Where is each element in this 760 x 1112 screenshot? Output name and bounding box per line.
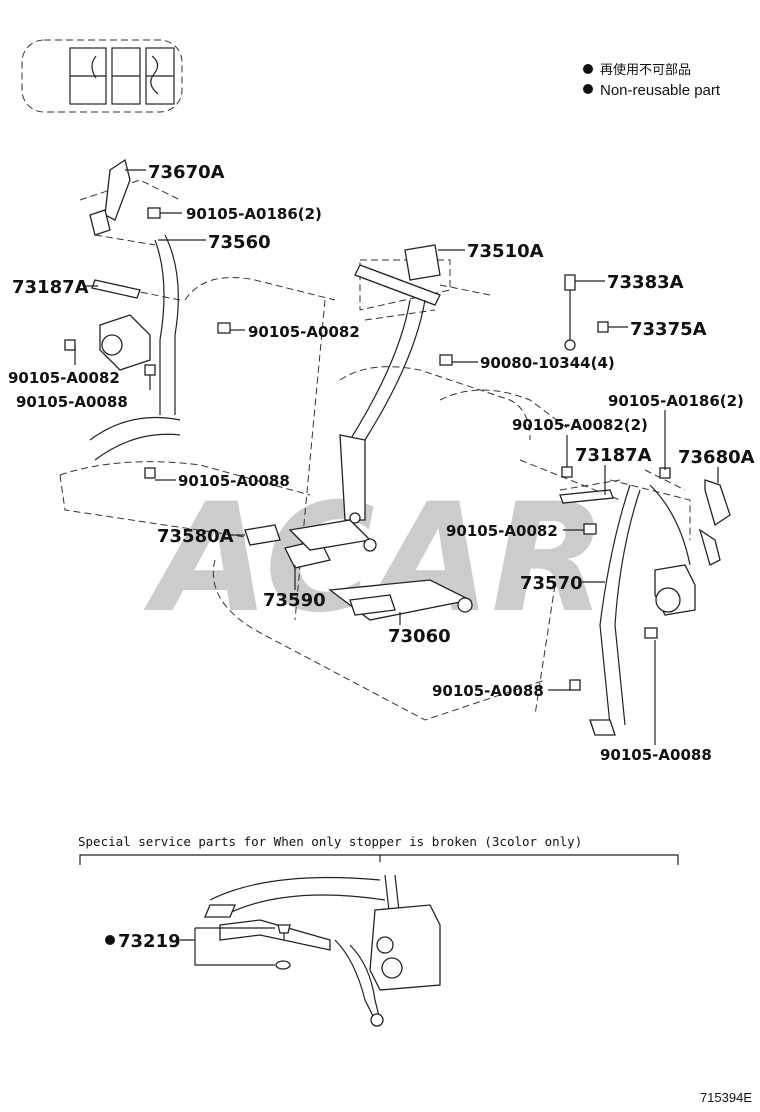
part-label: 73060 [388, 626, 451, 647]
part-label: 73187A [575, 445, 652, 466]
right-seat-belt-assembly [559, 466, 731, 736]
buckle-assemblies [244, 512, 473, 621]
figure-number: 715394E [700, 1090, 752, 1105]
part-label: 73680A [678, 447, 755, 468]
legend: 再使用不可部品 Non-reusable part [583, 62, 721, 99]
part-label: 90105-A0088 [16, 393, 128, 411]
legend-en: Non-reusable part [600, 82, 721, 99]
part-label: 73375A [630, 319, 707, 340]
part-label: 73383A [607, 272, 684, 293]
part-label: 90105-A0088 [432, 682, 544, 700]
service-part-label: 73219 [118, 931, 181, 952]
part-label: 90105-A0082 [8, 369, 120, 387]
part-label: 90080-10344(4) [480, 354, 615, 372]
watermark: ACAR [143, 472, 606, 646]
part-label: 90105-A0186(2) [608, 392, 744, 410]
part-label: 90105-A0088 [600, 746, 712, 764]
special-service-section: Special service parts for When only stop… [78, 834, 679, 1027]
part-label: 90105-A0186(2) [186, 205, 322, 223]
service-note: Special service parts for When only stop… [78, 834, 582, 849]
legend-jp: 再使用不可部品 [600, 62, 691, 78]
part-label: 90105-A0082 [446, 522, 558, 540]
part-label: 73560 [208, 232, 271, 253]
part-label: 90105-A0082(2) [512, 416, 648, 434]
leader-lines [74, 169, 719, 745]
part-label: 73570 [520, 573, 583, 594]
part-label: 73187A [12, 277, 89, 298]
part-label: 73510A [467, 241, 544, 262]
part-label: 90105-A0088 [178, 472, 290, 490]
part-label: 73590 [263, 590, 326, 611]
left-seat-belt-assembly [64, 158, 231, 479]
center-seat-belt-assembly [339, 244, 609, 521]
part-label: 73670A [148, 162, 225, 183]
non-reusable-dot-icon [583, 84, 593, 94]
part-label: 73580A [157, 526, 234, 547]
non-reusable-dot-icon [583, 64, 593, 74]
non-reusable-dot-icon [105, 935, 115, 945]
part-label: 90105-A0082 [248, 323, 360, 341]
vehicle-position-icon [21, 39, 183, 113]
part-labels: 73670A 90105-A0186(2) 73560 73187A 90105… [8, 162, 755, 764]
